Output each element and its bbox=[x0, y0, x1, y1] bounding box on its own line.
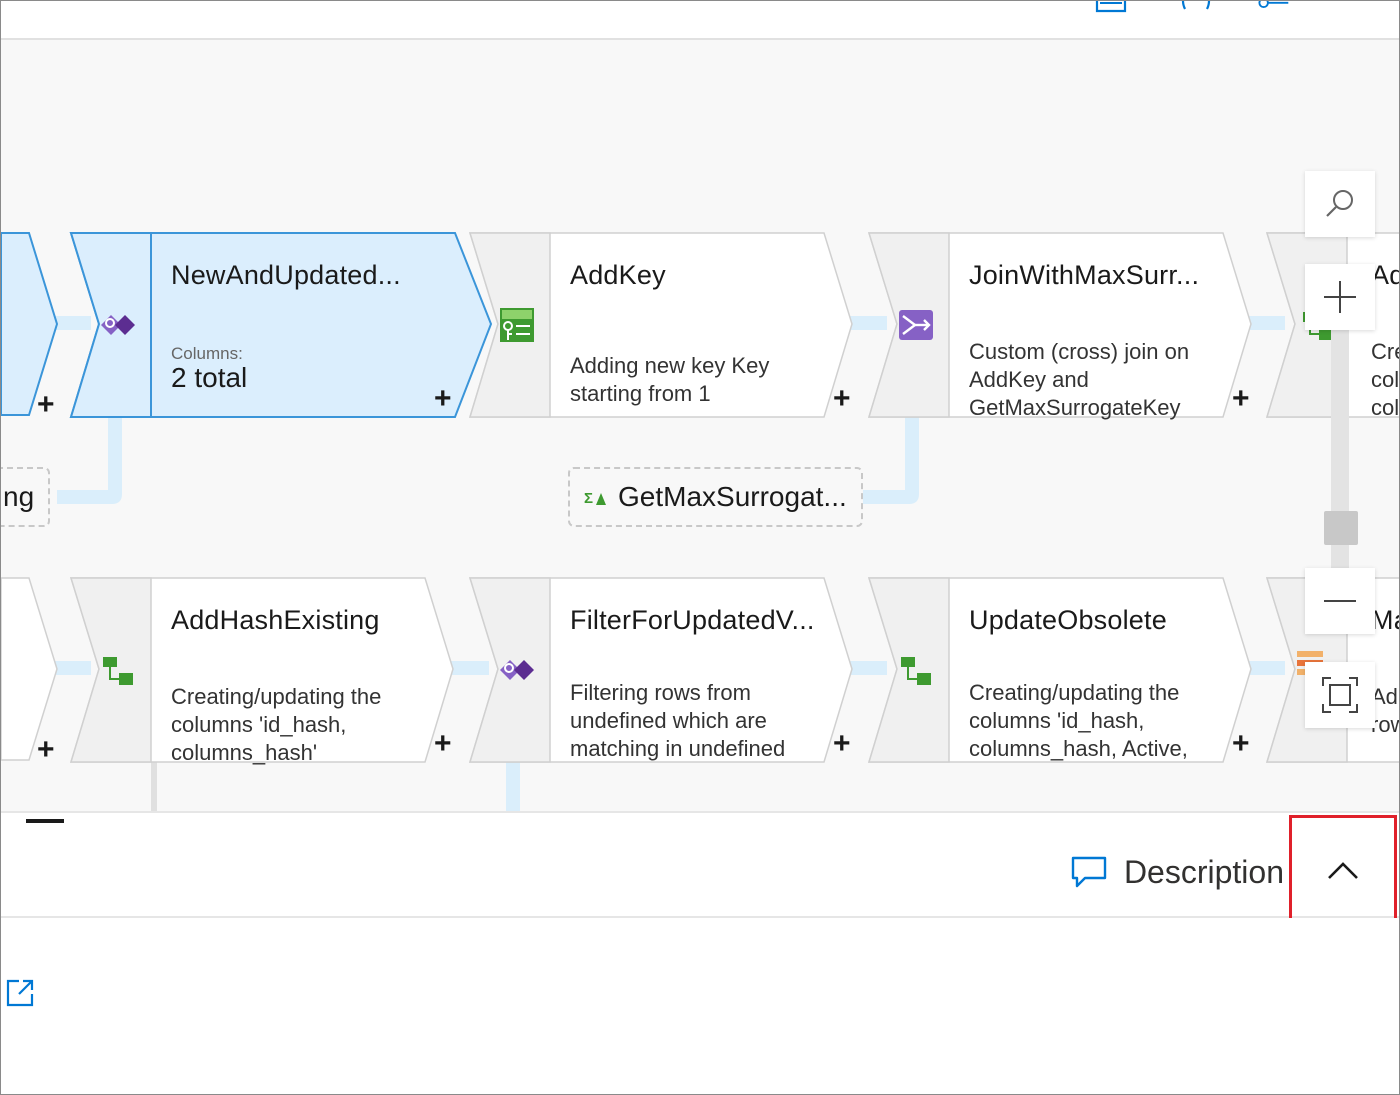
join-purple-icon bbox=[899, 310, 933, 340]
pane-divider[interactable] bbox=[1, 811, 1399, 825]
zoom-in-button[interactable] bbox=[1305, 264, 1375, 330]
plus-icon bbox=[1324, 281, 1356, 313]
properties-icon[interactable] bbox=[1256, 0, 1290, 13]
database-icon[interactable] bbox=[1094, 0, 1128, 13]
add-transform-button[interactable]: + bbox=[1232, 727, 1250, 760]
divider-handle[interactable] bbox=[26, 819, 64, 823]
comment-icon bbox=[1071, 856, 1107, 888]
search-icon bbox=[1326, 190, 1353, 217]
transform-node-addkey[interactable]: AddKey Adding new key Key starting from … bbox=[468, 232, 1310, 422]
add-transform-button[interactable]: + bbox=[833, 382, 851, 415]
transform-node-newandupdated[interactable]: NewAndUpdated... Columns: 2 total + bbox=[69, 232, 911, 422]
node-title: Ad bbox=[1371, 260, 1399, 290]
transform-node-updateobsolete[interactable]: UpdateObsolete Creating/updating the col… bbox=[867, 577, 1399, 767]
toolbar bbox=[1, 1, 1399, 40]
surrogate-key-green-icon bbox=[500, 308, 534, 342]
add-transform-button[interactable]: + bbox=[1232, 382, 1250, 415]
node-description: Ad row bbox=[1371, 684, 1399, 737]
bottom-pane-body bbox=[1, 918, 1399, 1094]
columns-label: Columns: bbox=[171, 344, 243, 363]
description-button[interactable]: Description bbox=[1070, 853, 1284, 890]
node-description: Cre col col M bbox=[1371, 339, 1399, 420]
add-transform-button[interactable]: + bbox=[37, 388, 55, 421]
node-title: JoinWithMaxSurr... bbox=[969, 260, 1200, 290]
reference-node-left[interactable]: ng bbox=[1, 467, 51, 527]
add-transform-button[interactable]: + bbox=[833, 727, 851, 760]
code-icon[interactable] bbox=[1179, 0, 1213, 13]
svg-text:Σ: Σ bbox=[584, 490, 593, 507]
chevron-up-icon bbox=[1328, 862, 1358, 879]
search-canvas-button[interactable] bbox=[1305, 171, 1375, 237]
derived-column-icon bbox=[901, 657, 931, 685]
derived-column-icon bbox=[103, 657, 133, 685]
filter-purple-icon bbox=[500, 660, 534, 680]
zoom-slider-thumb[interactable] bbox=[1324, 511, 1358, 545]
zoom-out-button[interactable] bbox=[1305, 568, 1375, 634]
collapse-pane-button[interactable] bbox=[1289, 815, 1397, 927]
node-description: Adding new key Key starting from 1 bbox=[570, 353, 770, 406]
transform-node-filterforupdatedv[interactable]: FilterForUpdatedV... Filtering rows from… bbox=[468, 577, 1310, 767]
filter-purple-icon bbox=[101, 315, 135, 335]
node-title: AddHashExisting bbox=[171, 605, 380, 635]
add-transform-button[interactable]: + bbox=[37, 733, 55, 766]
node-title: Ma bbox=[1371, 605, 1399, 635]
transform-node-addhashexisting[interactable]: AddHashExisting Creating/updating the co… bbox=[69, 577, 911, 767]
reference-node-label: GetMaxSurrogat... bbox=[618, 481, 847, 512]
fit-to-screen-icon bbox=[1322, 677, 1358, 713]
bottom-pane-header: Description bbox=[1, 815, 1399, 927]
node-description: Filtering rows from undefined which are … bbox=[570, 680, 786, 761]
node-description: Creating/updating the columns 'id_hash, … bbox=[171, 684, 382, 765]
fit-to-screen-button[interactable] bbox=[1305, 662, 1375, 728]
transform-node-joinwithmaxsurr[interactable]: JoinWithMaxSurr... Custom (cross) join o… bbox=[867, 232, 1399, 422]
node-title: FilterForUpdatedV... bbox=[570, 605, 815, 635]
columns-value: 2 total bbox=[171, 362, 248, 393]
node-partial-left-row2[interactable] bbox=[1, 577, 61, 761]
node-partial-left[interactable] bbox=[1, 232, 61, 416]
node-description: Custom (cross) join on AddKey and GetMax… bbox=[969, 339, 1190, 420]
node-title: UpdateObsolete bbox=[969, 605, 1167, 635]
open-in-new-window-icon[interactable] bbox=[5, 978, 35, 1008]
add-transform-button[interactable]: + bbox=[434, 727, 452, 760]
description-label: Description bbox=[1123, 853, 1284, 890]
node-title: NewAndUpdated... bbox=[171, 260, 401, 290]
minus-icon bbox=[1324, 600, 1356, 602]
reference-node-getmaxsurrogat[interactable]: Σ GetMaxSurrogat... bbox=[568, 467, 863, 527]
connector-lines bbox=[51, 316, 1285, 811]
reference-node-label: ng bbox=[3, 481, 35, 512]
aggregate-icon: Σ bbox=[584, 490, 606, 507]
data-flow-canvas[interactable]: + NewAndUpdated... Columns: 2 total + bbox=[1, 40, 1399, 811]
node-title: AddKey bbox=[570, 260, 666, 290]
add-transform-button[interactable]: + bbox=[434, 382, 452, 415]
node-description: Creating/updating the columns 'id_hash, … bbox=[969, 680, 1188, 761]
